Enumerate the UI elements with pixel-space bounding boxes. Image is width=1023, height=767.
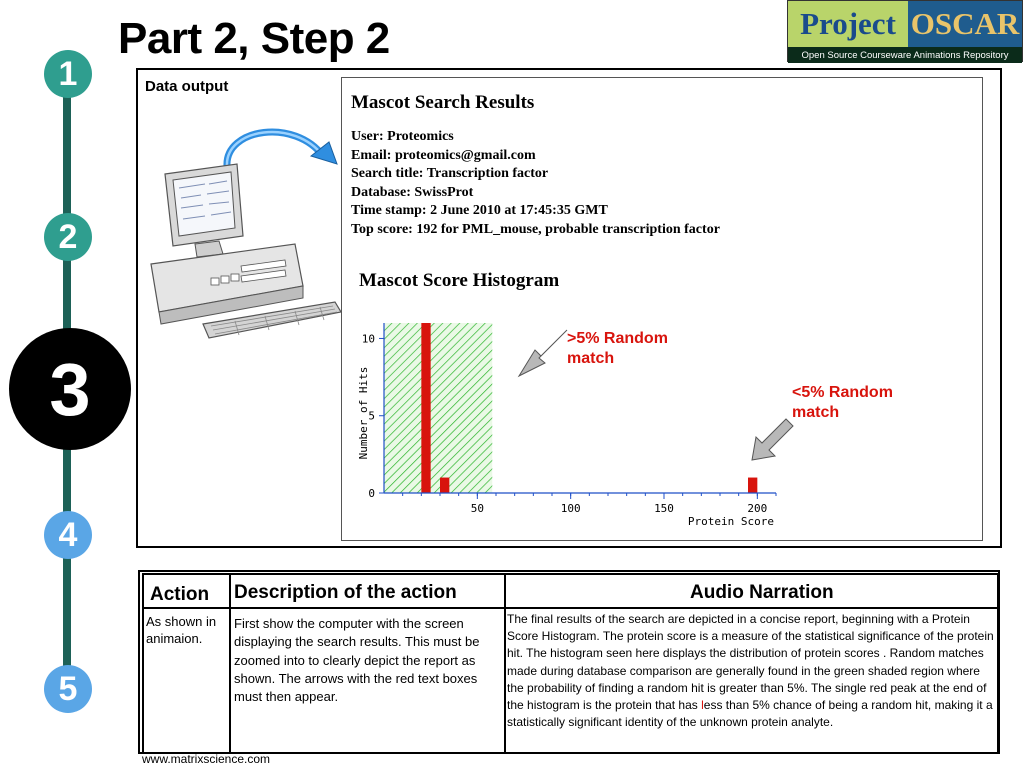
step-4-marker: 4 (44, 511, 92, 559)
x-tick-label: 50 (471, 502, 484, 515)
random-match-region (384, 323, 493, 493)
annotation-line: >5% Random (567, 330, 668, 347)
x-axis-label: Protein Score (688, 515, 774, 528)
x-tick-label: 200 (747, 502, 767, 515)
report-details: User: Proteomics Email: proteomics@gmail… (351, 128, 720, 239)
histogram-bar (748, 477, 758, 493)
report-title: Mascot Search Results (351, 92, 535, 113)
audio-text-part-2: ess than 5% chance of being a random hit… (507, 698, 993, 730)
step-2-marker: 2 (44, 213, 92, 261)
histogram-bar (421, 323, 431, 493)
audio-text-red-letter: l (701, 698, 704, 713)
logo-word-oscar: OSCAR (908, 1, 1022, 47)
audio-narration-text: The final results of the search are depi… (507, 611, 999, 731)
x-tick-label: 150 (654, 502, 674, 515)
histogram-bar (440, 477, 450, 493)
y-tick-label: 0 (368, 487, 375, 500)
report-top-score-line: Top score: 192 for PML_mouse, probable t… (351, 221, 720, 237)
logo-word-project: Project (788, 1, 908, 47)
page-title: Part 2, Step 2 (118, 14, 390, 63)
report-timestamp-line: Time stamp: 2 June 2010 at 17:45:35 GMT (351, 203, 608, 218)
table-body-audio-cell (504, 607, 999, 754)
annotation-line: match (792, 404, 840, 421)
table-header-audio: Audio Narration (690, 582, 834, 603)
report-search-title-line: Search title: Transcription factor (351, 166, 549, 181)
description-text: First show the computer with the screen … (234, 616, 480, 705)
project-oscar-logo: Project OSCAR Open Source Courseware Ani… (787, 0, 1023, 63)
logo-tagline: Open Source Courseware Animations Reposi… (788, 47, 1022, 63)
report-user-line: User: Proteomics (351, 129, 454, 144)
step-5-marker: 5 (44, 665, 92, 713)
data-output-label: Data output (145, 78, 229, 95)
y-tick-label: 5 (368, 410, 375, 423)
y-tick-label: 10 (362, 332, 375, 345)
footer-source: www.matrixscience.com (142, 752, 271, 766)
step-1-marker: 1 (44, 50, 92, 98)
audio-text-part-1: The final results of the search are depi… (507, 612, 994, 713)
y-axis-label: Number of Hits (357, 367, 370, 460)
report-email-line: Email: proteomics@gmail.com (351, 147, 536, 163)
annotation-line: <5% Random (792, 384, 893, 401)
computer-illustration (150, 128, 342, 339)
step-3-marker-current: 3 (9, 328, 131, 450)
table-header-description: Description of the action (234, 582, 457, 603)
action-text: As shown in animaion. (146, 614, 217, 646)
data-output-panel (136, 68, 1002, 548)
arrow-to-random-region (517, 329, 568, 378)
histogram-title: Mascot Score Histogram (359, 270, 560, 291)
annotation-below-5-percent: <5% Random match (792, 383, 893, 423)
annotation-above-5-percent: >5% Random match (567, 329, 668, 369)
table-header-action: Action (150, 584, 210, 605)
annotation-line: match (567, 350, 615, 367)
report-database-line: Database: SwissProt (351, 184, 474, 200)
arrow-to-significant-peak (751, 418, 794, 461)
x-tick-label: 100 (561, 502, 581, 515)
